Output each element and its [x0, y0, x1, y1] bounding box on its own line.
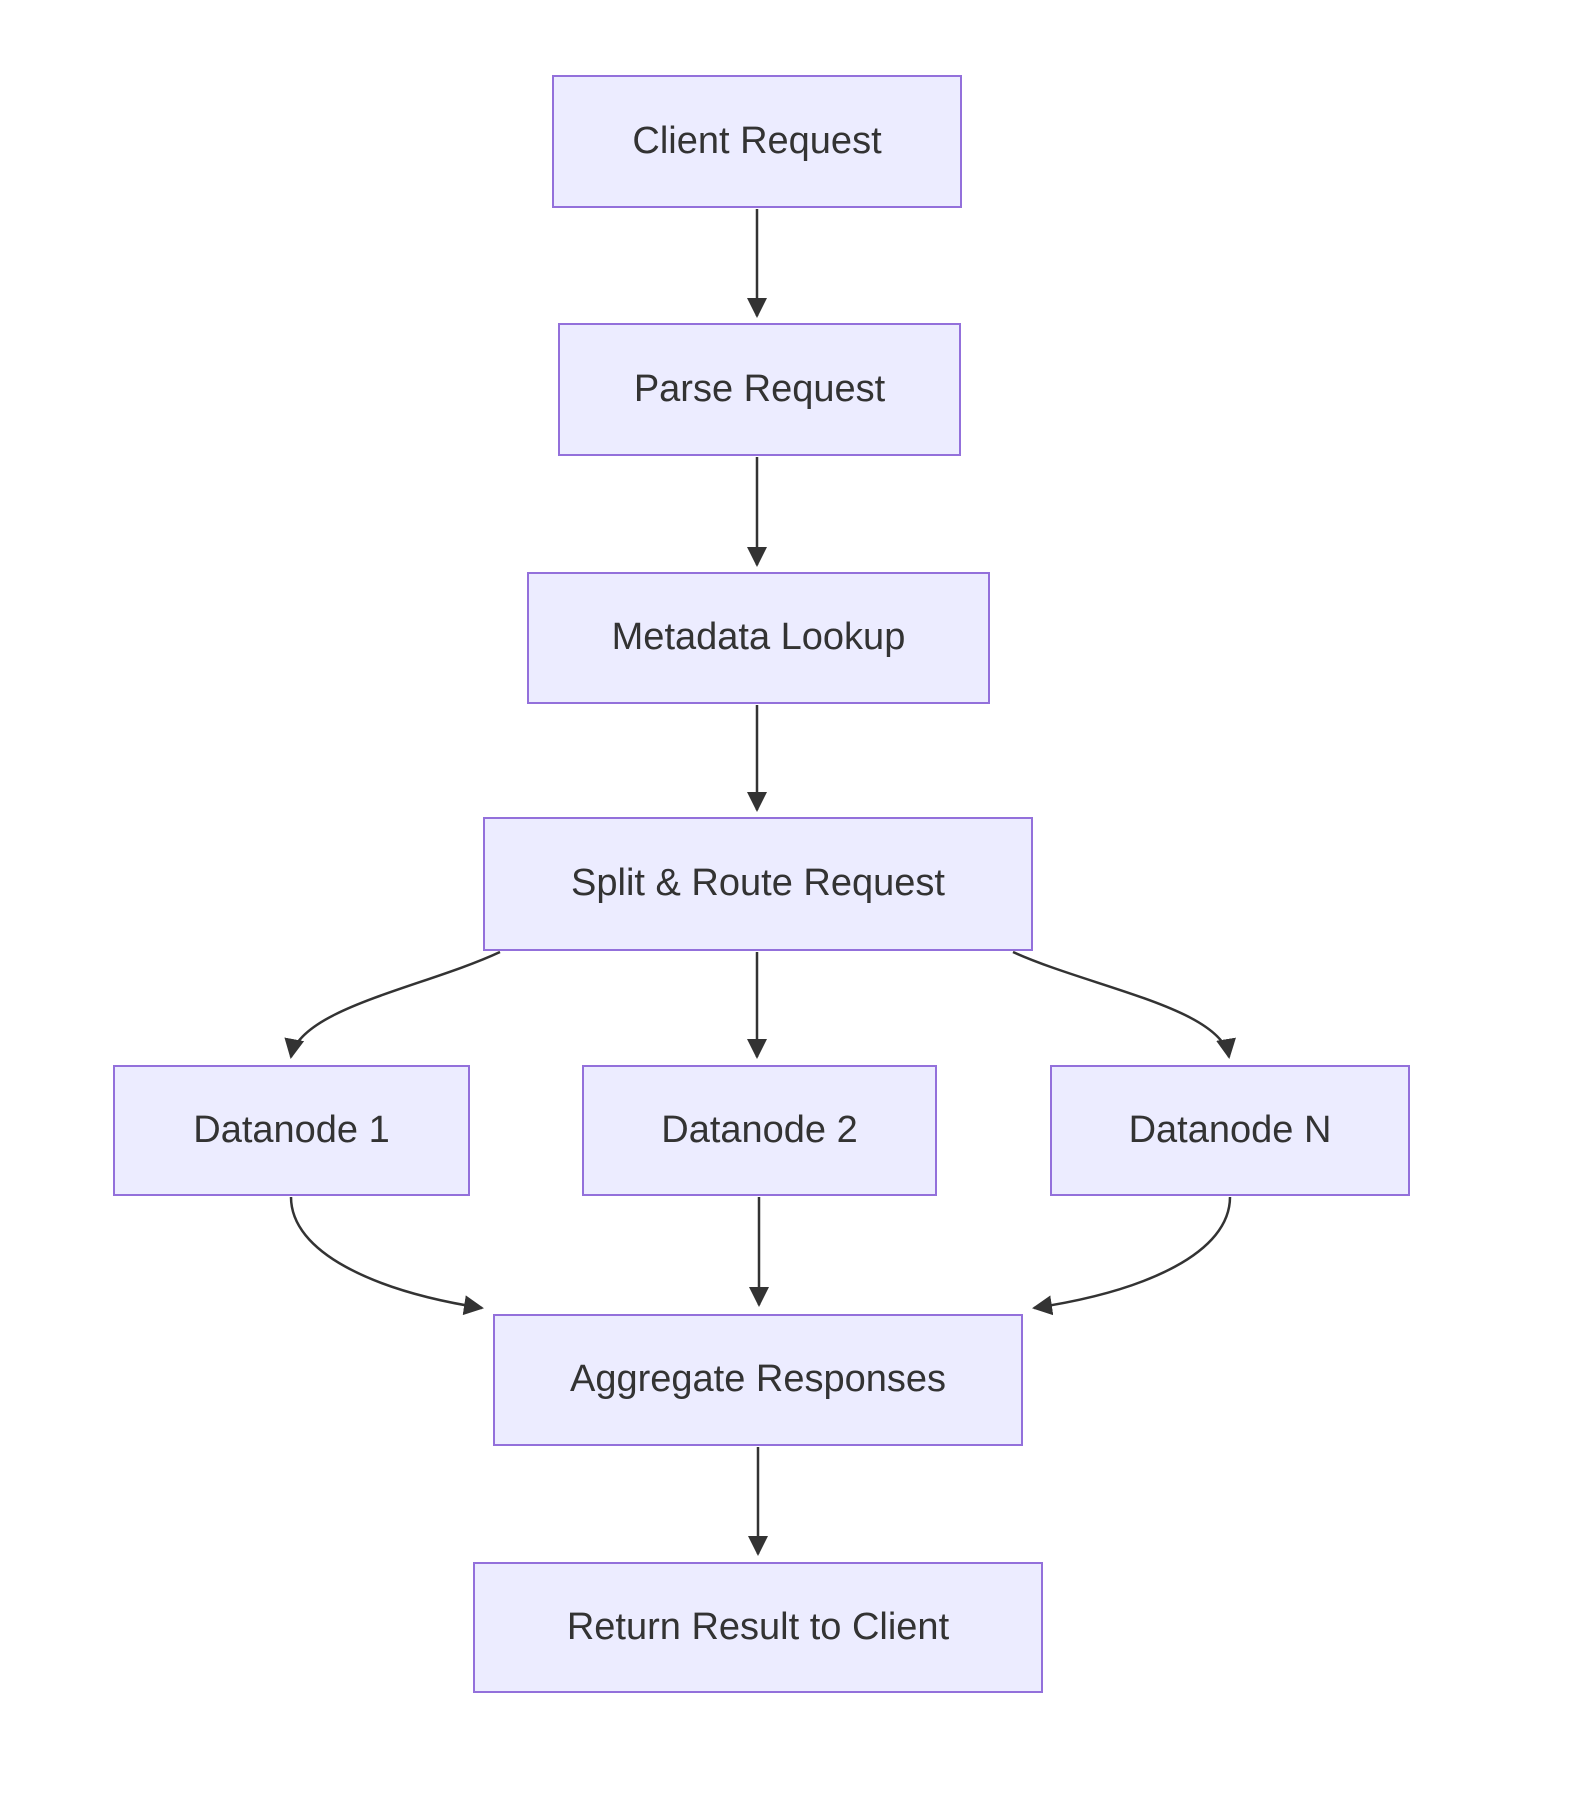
edge-split-to-datanodeN — [1012, 950, 1236, 1059]
node-datanode-1-label: Datanode 1 — [193, 1108, 390, 1151]
edge-datanode1-to-aggregate — [289, 1196, 484, 1316]
node-split-route-request-label: Split & Route Request — [571, 862, 945, 905]
node-metadata-lookup: Metadata Lookup — [527, 572, 990, 704]
node-client-request-label: Client Request — [632, 119, 882, 162]
node-return-result-to-client: Return Result to Client — [473, 1562, 1043, 1693]
node-datanode-2-label: Datanode 2 — [661, 1108, 858, 1151]
edge-split-to-datanode1 — [284, 950, 501, 1059]
node-client-request: Client Request — [552, 75, 962, 208]
node-datanode-1: Datanode 1 — [113, 1065, 470, 1196]
edge-datanodeN-to-aggregate — [1032, 1196, 1232, 1316]
node-datanode-n: Datanode N — [1050, 1065, 1410, 1196]
node-aggregate-responses-label: Aggregate Responses — [569, 1358, 947, 1401]
node-parse-request-label: Parse Request — [633, 367, 886, 410]
node-datanode-n-label: Datanode N — [1128, 1108, 1332, 1151]
node-return-result-to-client-label: Return Result to Client — [566, 1605, 950, 1648]
node-parse-request: Parse Request — [558, 323, 961, 456]
node-aggregate-responses: Aggregate Responses — [493, 1314, 1023, 1446]
node-datanode-2: Datanode 2 — [582, 1065, 937, 1196]
node-metadata-lookup-label: Metadata Lookup — [611, 616, 906, 659]
node-split-route-request: Split & Route Request — [483, 817, 1033, 951]
